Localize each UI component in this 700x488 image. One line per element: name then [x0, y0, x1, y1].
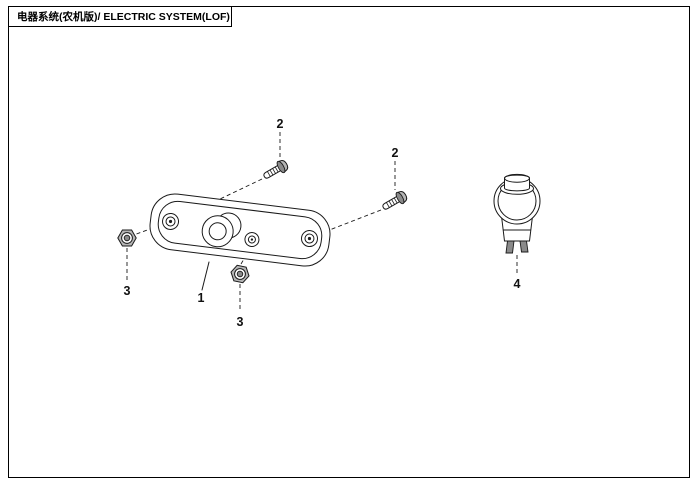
- nut-bottom: [228, 263, 252, 285]
- small-ring-dot: [250, 238, 254, 241]
- part-labels: 2 2 1 3 3 4: [124, 117, 521, 329]
- bolt-lower: [379, 188, 410, 214]
- header-box: 电器系统(农机版)/ ELECTRIC SYSTEM(LOF): [9, 7, 232, 27]
- leader-nut-left-hole: [136, 225, 159, 235]
- switch-plate: [149, 193, 331, 267]
- knob-face-ring: [208, 222, 227, 241]
- switch-cap-top: [504, 173, 530, 183]
- leader-plate-label: [201, 261, 210, 291]
- label-bolt-lower: 2: [392, 146, 399, 160]
- bolt-upper: [260, 157, 291, 183]
- plate-right-hole-dot: [307, 236, 312, 241]
- knob-front: [201, 215, 234, 248]
- label-switch: 4: [514, 277, 521, 291]
- header-title: 电器系统(农机版)/ ELECTRIC SYSTEM(LOF): [17, 11, 230, 23]
- page-border: 电器系统(农机版)/ ELECTRIC SYSTEM(LOF): [8, 6, 690, 478]
- label-bolt-upper: 2: [277, 117, 284, 131]
- label-nut-bottom: 3: [237, 315, 244, 329]
- nut-left: [117, 229, 137, 247]
- push-switch: [493, 173, 541, 254]
- switch-terminal-right: [519, 240, 529, 253]
- plate-left-hole-dot: [168, 219, 173, 224]
- label-plate: 1: [198, 291, 205, 305]
- switch-cap-cylinder: [504, 174, 530, 192]
- label-nut-left: 3: [124, 284, 131, 298]
- switch-terminal-left: [505, 240, 515, 254]
